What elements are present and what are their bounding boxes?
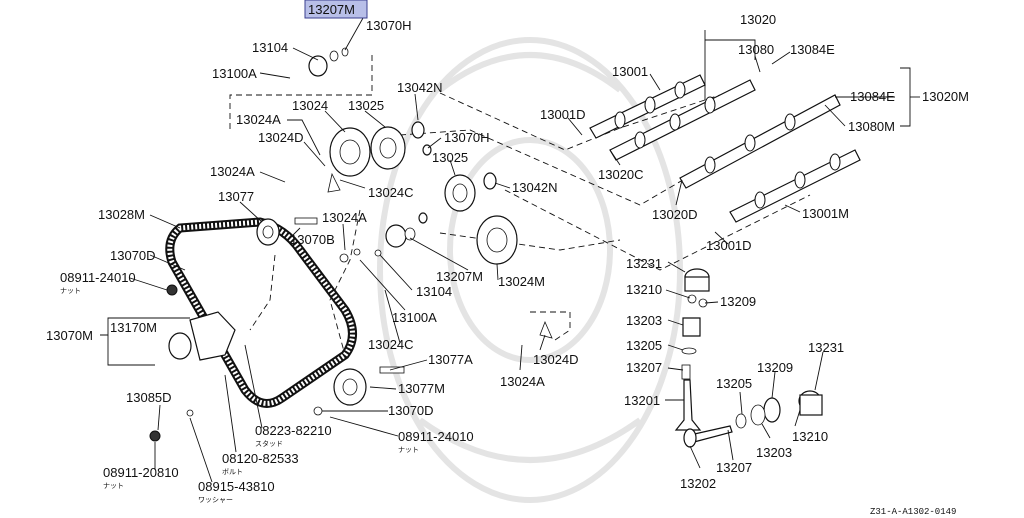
part-label-13024a-3[interactable]: 13024A <box>322 210 367 225</box>
part-label-08223-82210[interactable]: 08223-82210 <box>255 423 332 438</box>
part-label-13042n-mid[interactable]: 13042N <box>512 180 558 195</box>
part-label-13024d-bot[interactable]: 13024D <box>533 352 579 367</box>
camshafts <box>589 74 861 223</box>
part-label-13231-right[interactable]: 13231 <box>808 340 844 355</box>
part-label-13001d-bot[interactable]: 13001D <box>706 238 752 253</box>
part-label-13020m[interactable]: 13020M <box>922 89 969 104</box>
part-label-13201[interactable]: 13201 <box>624 393 660 408</box>
part-label-13104-top[interactable]: 13104 <box>252 40 288 55</box>
washer-note: ワッシャー <box>198 496 233 504</box>
part-label-13024a-1[interactable]: 13024A <box>236 112 281 127</box>
part-label-13203-left[interactable]: 13203 <box>626 313 662 328</box>
part-label-13104-mid[interactable]: 13104 <box>416 284 452 299</box>
cam-sprockets <box>308 47 518 265</box>
part-label-13210-right[interactable]: 13210 <box>792 429 828 444</box>
part-label-13001d-top[interactable]: 13001D <box>540 107 586 122</box>
part-label-08120-82533[interactable]: 08120-82533 <box>222 451 299 466</box>
part-label-13024m[interactable]: 13024M <box>498 274 545 289</box>
part-label-13205-left[interactable]: 13205 <box>626 338 662 353</box>
part-label-13205-right[interactable]: 13205 <box>716 376 752 391</box>
part-label-13025-top[interactable]: 13025 <box>348 98 384 113</box>
part-label-13100a-top[interactable]: 13100A <box>212 66 257 81</box>
part-label-13231-left[interactable]: 13231 <box>626 256 662 271</box>
part-label-13070d-bot[interactable]: 13070D <box>388 403 434 418</box>
part-label-13077m[interactable]: 13077M <box>398 381 445 396</box>
part-label-13207-left[interactable]: 13207 <box>626 360 662 375</box>
part-label-13207m-mid[interactable]: 13207M <box>436 269 483 284</box>
part-label-13080-top[interactable]: 13080 <box>738 42 774 57</box>
part-label-13020[interactable]: 13020 <box>740 12 776 27</box>
part-label-13203-right[interactable]: 13203 <box>756 445 792 460</box>
part-label-13207m-top[interactable]: 13207M <box>308 2 355 17</box>
part-label-13024c-mid[interactable]: 13024C <box>368 337 414 352</box>
part-label-13209-left[interactable]: 13209 <box>720 294 756 309</box>
stud-note: スタッド <box>255 439 283 448</box>
nut-note-bottom: ナット <box>398 446 419 454</box>
part-label-13084e-right[interactable]: 13084E <box>850 89 895 104</box>
part-label-13207-right[interactable]: 13207 <box>716 460 752 475</box>
part-label-13100a-mid[interactable]: 13100A <box>392 310 437 325</box>
part-label-13070b[interactable]: 13070B <box>290 232 335 247</box>
part-label-13077-top[interactable]: 13077 <box>218 189 254 204</box>
part-label-13001m[interactable]: 13001M <box>802 206 849 221</box>
watermark-emblem <box>377 37 683 503</box>
valve-train <box>674 268 823 448</box>
part-label-13020d[interactable]: 13020D <box>652 207 698 222</box>
part-label-13024a-2[interactable]: 13024A <box>210 164 255 179</box>
assembly-guides <box>229 55 811 356</box>
nut-note-left: ナット <box>60 287 81 295</box>
part-label-13202[interactable]: 13202 <box>680 476 716 491</box>
timing-belt <box>165 217 357 408</box>
part-label-13020c[interactable]: 13020C <box>598 167 644 182</box>
part-label-13025-mid[interactable]: 13025 <box>432 150 468 165</box>
part-label-13070h-mid[interactable]: 13070H <box>444 130 490 145</box>
part-labels: 13207M 13070H 13104 13100A 13024A 13024 … <box>46 2 969 517</box>
part-label-13070m[interactable]: 13070M <box>46 328 93 343</box>
highlight-box <box>304 0 368 19</box>
part-label-13001[interactable]: 13001 <box>612 64 648 79</box>
part-label-13042n-top[interactable]: 13042N <box>397 80 443 95</box>
part-label-13170m[interactable]: 13170M <box>110 320 157 335</box>
part-label-13024d-top[interactable]: 13024D <box>258 130 304 145</box>
part-label-13024c-top[interactable]: 13024C <box>368 185 414 200</box>
part-label-13070h-top[interactable]: 13070H <box>366 18 412 33</box>
part-label-13028m[interactable]: 13028M <box>98 207 145 222</box>
part-label-13077a[interactable]: 13077A <box>428 352 473 367</box>
part-label-13024-top[interactable]: 13024 <box>292 98 328 113</box>
idler-tensioner <box>149 172 553 442</box>
nut-note-lower: ナット <box>103 482 124 490</box>
part-label-13080m[interactable]: 13080M <box>848 119 895 134</box>
diagram-code: Z31-A-A1302-0149 <box>870 507 956 517</box>
part-label-13084e-top[interactable]: 13084E <box>790 42 835 57</box>
part-label-13209-right[interactable]: 13209 <box>757 360 793 375</box>
part-label-13024a-4[interactable]: 13024A <box>500 374 545 389</box>
part-label-08911-24010-left[interactable]: 08911-24010 <box>60 270 136 285</box>
part-label-08915-43810[interactable]: 08915-43810 <box>198 479 275 494</box>
leader-lines <box>100 17 920 483</box>
part-label-13210-left[interactable]: 13210 <box>626 282 662 297</box>
part-label-08911-20810[interactable]: 08911-20810 <box>103 465 179 480</box>
bolt-note: ボルト <box>222 468 243 476</box>
part-label-13070d-left[interactable]: 13070D <box>110 248 156 263</box>
part-label-08911-24010-bot[interactable]: 08911-24010 <box>398 429 474 444</box>
part-label-13085d[interactable]: 13085D <box>126 390 172 405</box>
